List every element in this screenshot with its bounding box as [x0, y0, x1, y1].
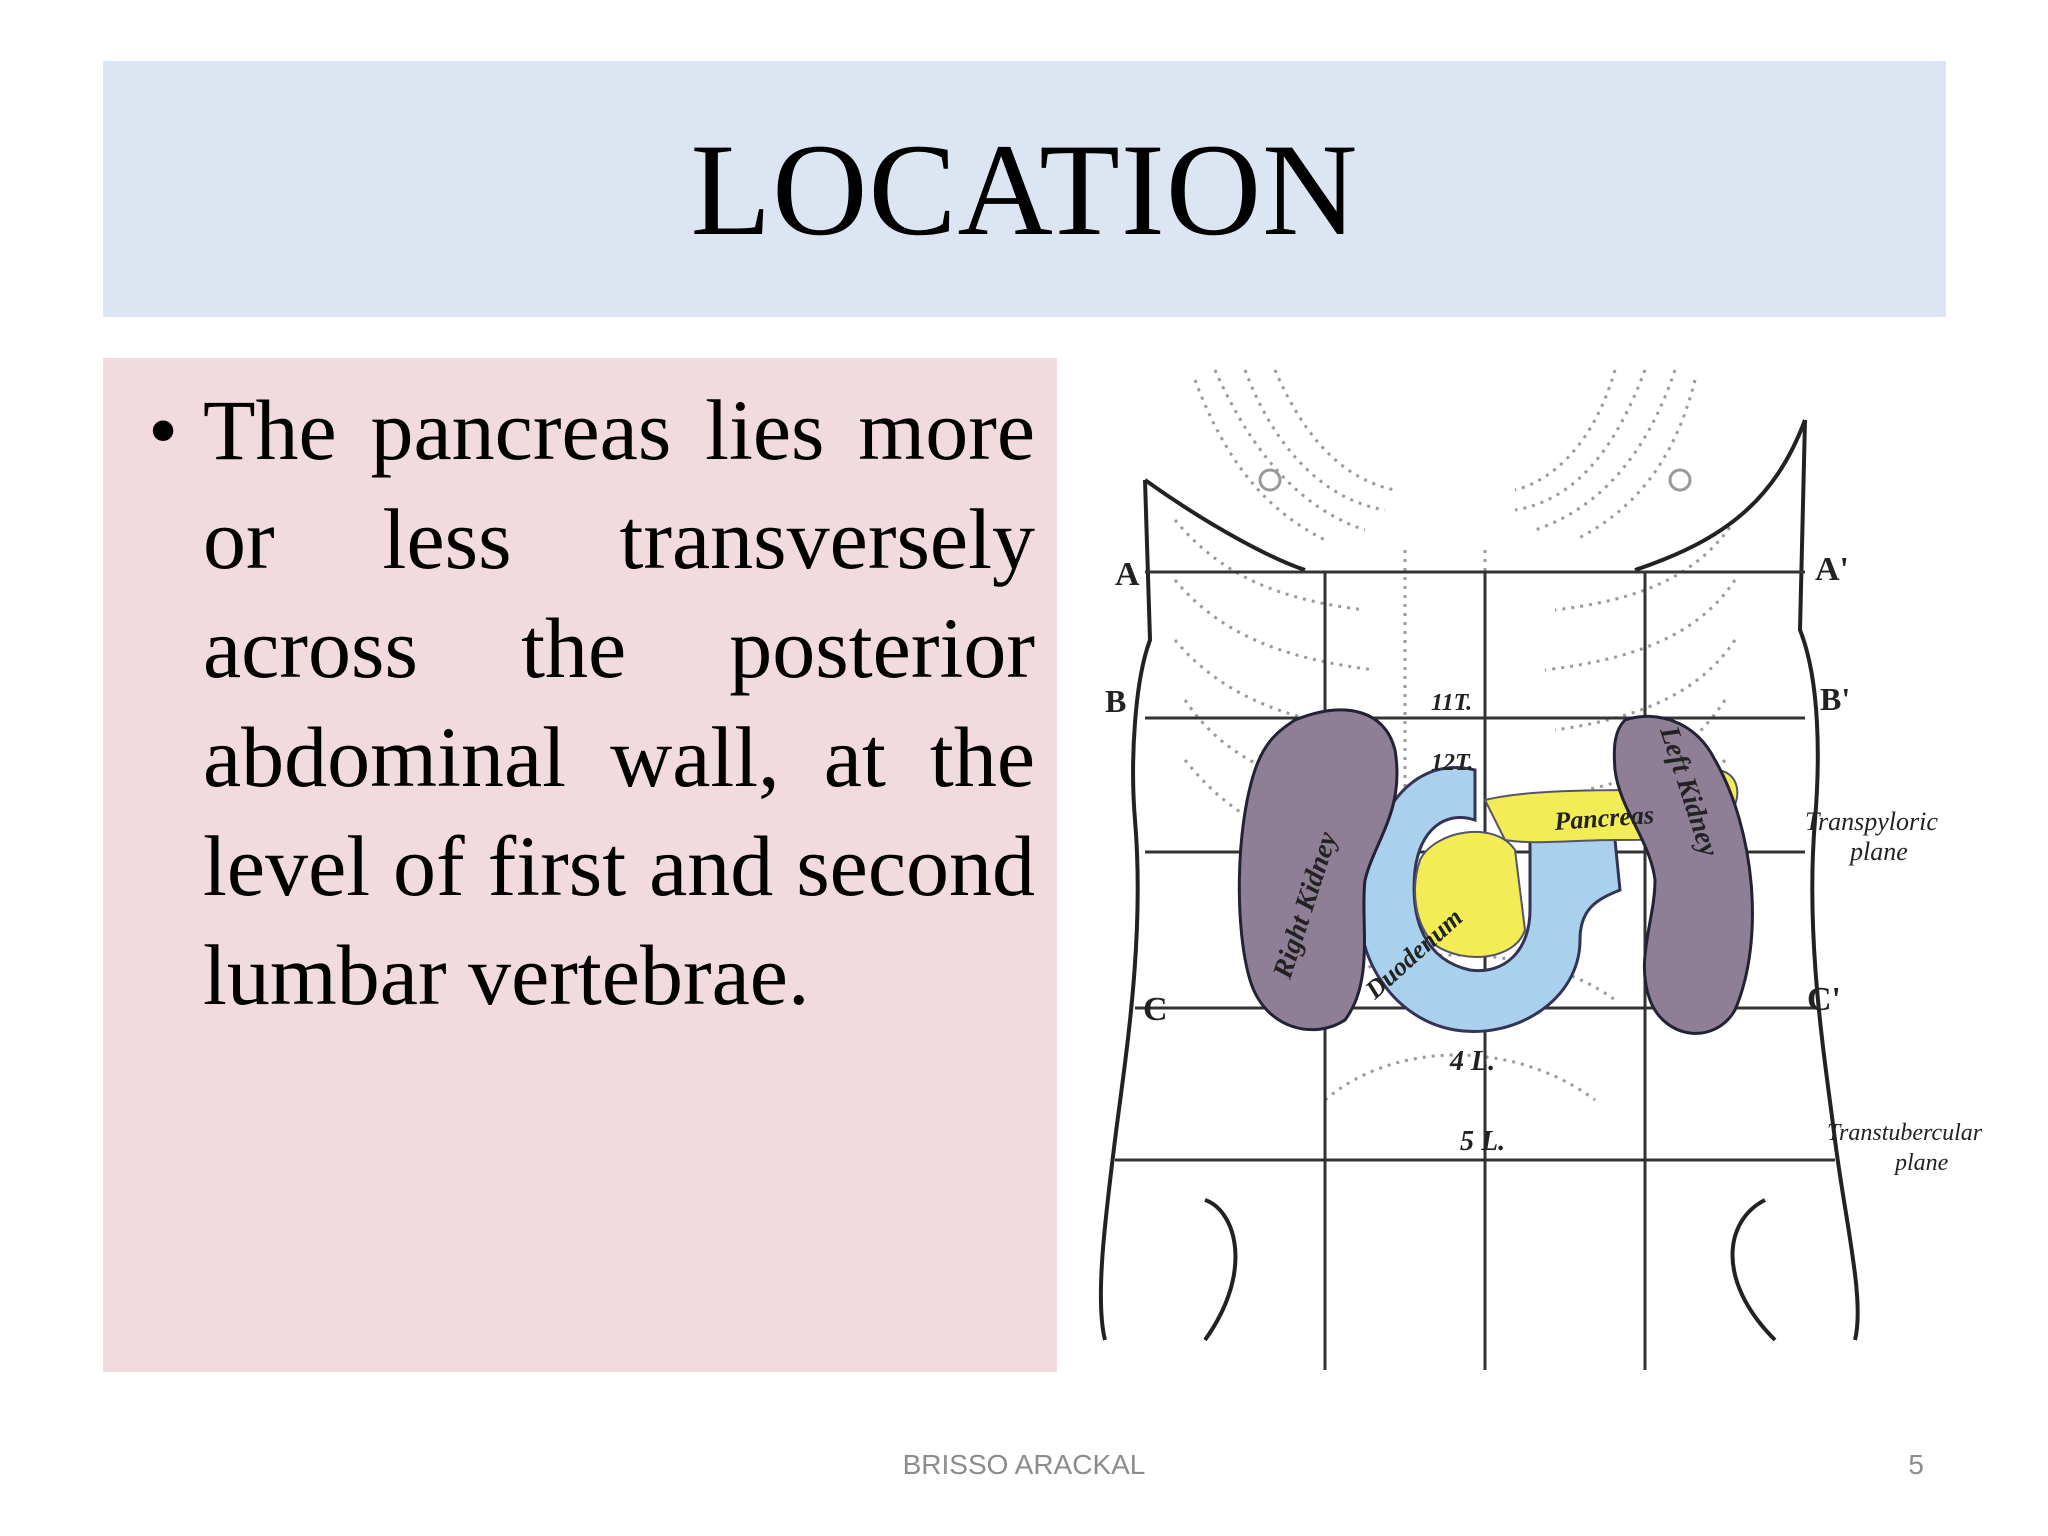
- abdomen-diagram: A A' B B' C C' 11T. 12T. 4 L. 5 L. Pancr…: [1075, 340, 2045, 1380]
- label-c: C: [1143, 991, 1168, 1028]
- nipple-right: [1258, 468, 1282, 492]
- pancreas-head-shape: [1414, 830, 1527, 958]
- label-5l: 5 L.: [1460, 1126, 1505, 1157]
- label-b-prime: B': [1820, 681, 1850, 717]
- bullet-text: The pancreas lies more or less transvers…: [203, 382, 1035, 1023]
- nipple-left: [1668, 468, 1692, 492]
- bullet-item: • The pancreas lies more or less transve…: [123, 376, 1035, 1030]
- label-transpyloric: Transpyloric: [1805, 807, 1938, 836]
- label-12t: 12T.: [1431, 750, 1473, 776]
- text-box: • The pancreas lies more or less transve…: [103, 358, 1057, 1372]
- abdomen-diagram-svg: A A' B B' C C' 11T. 12T. 4 L. 5 L. Pancr…: [1098, 369, 1983, 1370]
- label-transtubercular-plane: plane: [1893, 1150, 1949, 1176]
- label-transtubercular: Transtubercular: [1827, 1120, 1983, 1146]
- label-4l: 4 L.: [1449, 1046, 1495, 1077]
- label-transpyloric-plane: plane: [1848, 837, 1908, 866]
- bullet-marker: •: [147, 382, 179, 478]
- label-pancreas: Pancreas: [1552, 800, 1654, 836]
- title-band: LOCATION: [103, 61, 1946, 317]
- label-b: B: [1105, 683, 1126, 719]
- left-kidney-shape: [1612, 714, 1754, 1035]
- slide-title: LOCATION: [690, 115, 1359, 263]
- label-a: A: [1115, 556, 1140, 593]
- body-outline: [1098, 419, 1860, 1342]
- label-c-prime: C': [1807, 981, 1841, 1018]
- right-kidney-shape: [1237, 708, 1399, 1032]
- footer-author: BRISSO ARACKAL: [902, 1449, 1146, 1480]
- footer-page-number: 5: [1908, 1449, 1924, 1480]
- label-a-prime: A': [1815, 551, 1849, 588]
- label-11t: 11T.: [1431, 690, 1472, 716]
